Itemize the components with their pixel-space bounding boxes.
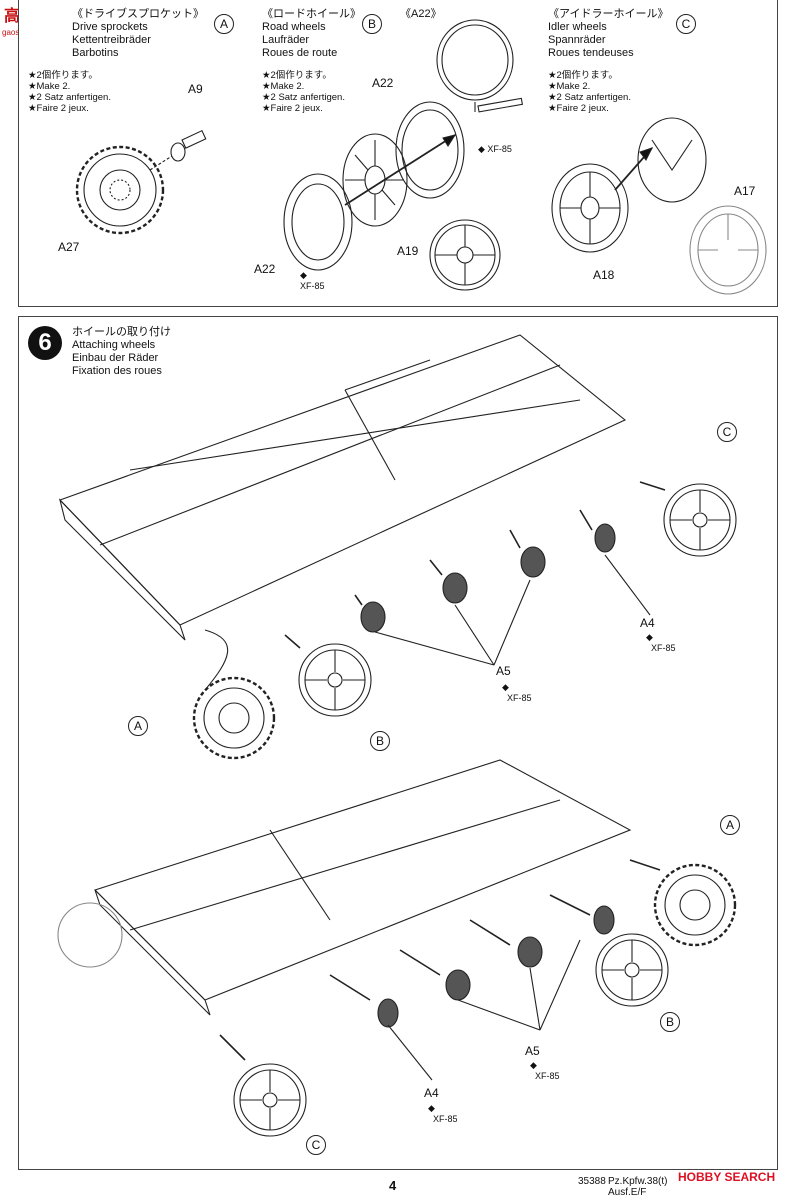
part-label-a27: A27 bbox=[58, 240, 80, 254]
step6-badge-c-upper: C bbox=[717, 422, 737, 442]
drive-sprockets-notes: ★2個作ります。 ★Make 2. ★2 Satz anfertigen. ★F… bbox=[28, 70, 111, 114]
badge-a: A bbox=[214, 14, 234, 34]
step6-paint-a5-lower: ◆ XF-85 bbox=[530, 1060, 560, 1081]
a22-detail-drawing bbox=[436, 19, 524, 113]
sprocket-a27-drawing bbox=[75, 145, 165, 235]
step6-part-a4-upper: A4 bbox=[640, 616, 655, 630]
step6-panel bbox=[18, 316, 778, 1170]
part-label-a22-bottom: A22 bbox=[254, 262, 276, 276]
step6-badge-b-lower: B bbox=[660, 1012, 680, 1032]
road-wheels-heading: 《ロードホイール》 Road wheels Laufräder Roues de… bbox=[262, 8, 361, 59]
paint-code-xf85-right: ◆ XF-85 bbox=[478, 144, 512, 154]
step6-paint-a4-upper: ◆ XF-85 bbox=[646, 632, 676, 653]
upper-chassis-drawing bbox=[58, 334, 627, 641]
step6-badge-a-lower: A bbox=[720, 815, 740, 835]
idler-wheels-notes: ★2個作ります。 ★Make 2. ★2 Satz anfertigen. ★F… bbox=[548, 70, 631, 114]
part-label-a9: A9 bbox=[188, 82, 203, 96]
idler-wheels-heading: 《アイドラーホイール》 Idler wheels Spannräder Roue… bbox=[548, 8, 669, 59]
part-label-a22-top: A22 bbox=[372, 76, 394, 90]
step6-part-a5-upper: A5 bbox=[496, 664, 511, 678]
part-label-a19: A19 bbox=[397, 244, 419, 258]
badge-c: C bbox=[676, 14, 696, 34]
paint-code-xf85-bottom: ◆XF-85 bbox=[300, 270, 325, 291]
step6-badge-a-upper: A bbox=[128, 716, 148, 736]
step6-paint-a5-upper: ◆ XF-85 bbox=[502, 682, 532, 703]
road-wheels-notes: ★2個作ります。 ★Make 2. ★2 Satz anfertigen. ★F… bbox=[262, 70, 345, 114]
drive-sprockets-heading: 《ドライブスプロケット》 Drive sprockets Kettentreib… bbox=[72, 8, 204, 59]
lower-chassis-drawing bbox=[93, 759, 632, 1016]
badge-b: B bbox=[362, 14, 382, 34]
step6-badge-c-lower: C bbox=[306, 1135, 326, 1155]
step6-part-a4-lower: A4 bbox=[424, 1086, 439, 1100]
hobby-search-logo: HOBBY SEARCH bbox=[678, 1170, 776, 1184]
step6-paint-a4-lower: ◆ XF-85 bbox=[428, 1103, 458, 1124]
lower-wheels-drawing bbox=[57, 859, 737, 1137]
step6-part-a5-lower: A5 bbox=[525, 1044, 540, 1058]
upper-wheels-drawing bbox=[192, 481, 737, 760]
pin-a9-drawing bbox=[149, 129, 207, 171]
step-number: 6 bbox=[28, 326, 62, 360]
road-wheel-drawing bbox=[283, 101, 465, 271]
wheel-a19-drawing bbox=[429, 219, 501, 291]
part-label-a18: A18 bbox=[593, 268, 615, 282]
a22-detail-label: 《A22》 bbox=[400, 8, 442, 20]
step6-badge-b-upper: B bbox=[370, 731, 390, 751]
kit-title: Pz.Kpfw.38(t) Ausf.E/F bbox=[608, 1176, 668, 1198]
page-number: 4 bbox=[389, 1178, 397, 1193]
idler-wheel-drawing bbox=[551, 117, 767, 295]
step6-heading: ホイールの取り付け Attaching wheels Einbau der Rä… bbox=[72, 326, 171, 377]
kit-code: 35388 bbox=[578, 1176, 606, 1187]
part-label-a17: A17 bbox=[734, 184, 756, 198]
